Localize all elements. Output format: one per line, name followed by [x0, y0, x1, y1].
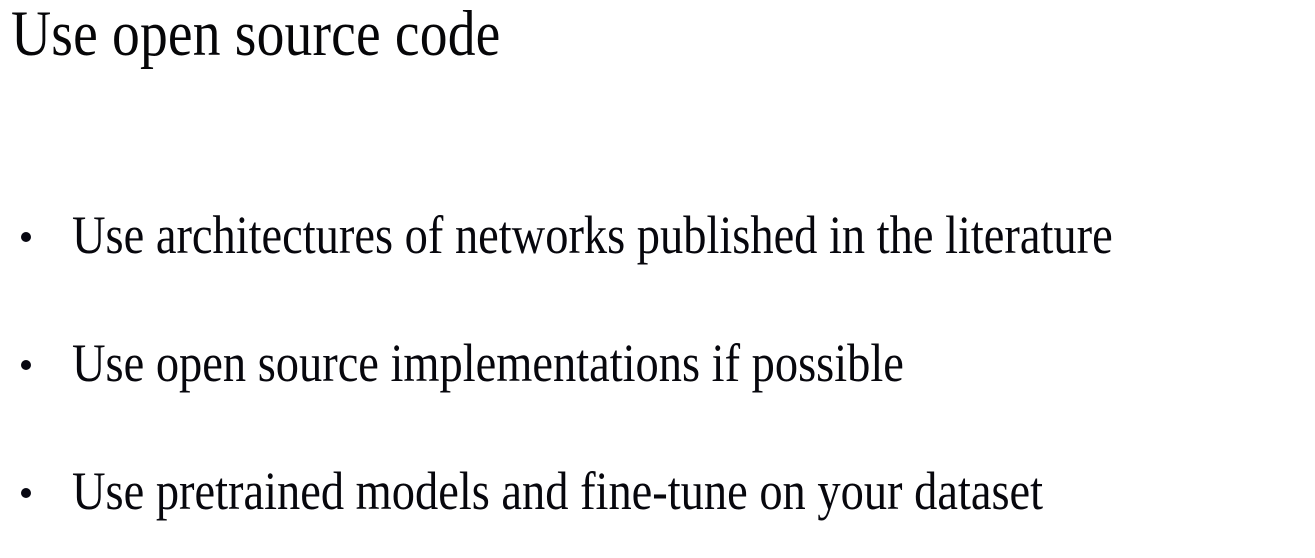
list-item: Use pretrained models and fine-tune on y… — [14, 464, 1314, 524]
list-item-label: Use open source implementations if possi… — [72, 333, 904, 393]
bullet-point-icon — [21, 360, 31, 370]
list-item-label: Use pretrained models and fine-tune on y… — [72, 461, 1044, 521]
bullet-point-icon — [21, 232, 31, 242]
list-item: Use open source implementations if possi… — [14, 336, 1314, 396]
page-title: Use open source code — [11, 0, 501, 70]
list-item-label: Use architectures of networks published … — [72, 205, 1113, 265]
list-item: Use architectures of networks published … — [14, 208, 1314, 268]
bullet-point-icon — [21, 488, 31, 498]
